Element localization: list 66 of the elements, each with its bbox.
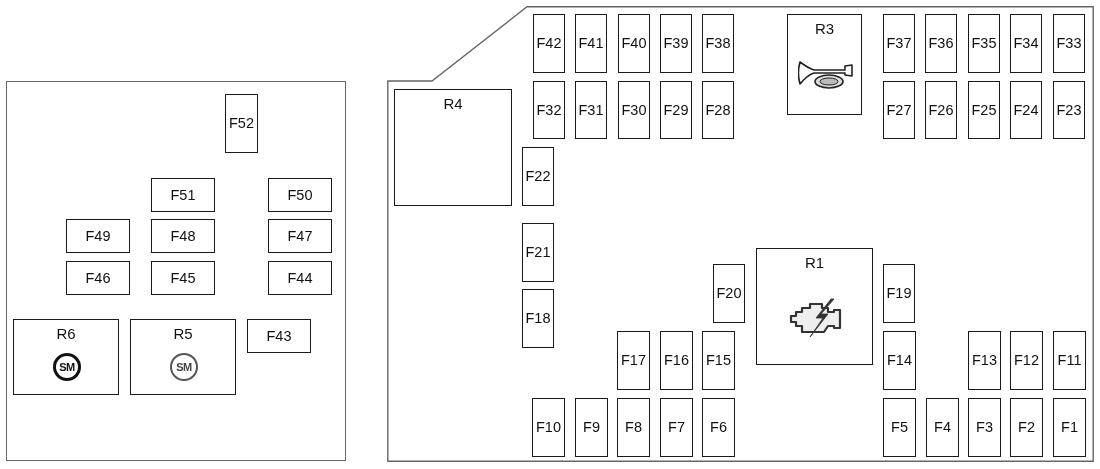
relay [787, 14, 862, 115]
fuse: F27 [883, 81, 915, 139]
fuse: F8 [617, 398, 650, 457]
fuse: F30 [618, 81, 650, 139]
fuse: F41 [575, 14, 607, 73]
fuse: F25 [968, 81, 1000, 139]
fuse: F23 [1053, 81, 1085, 139]
fuse: F33 [1053, 14, 1085, 73]
fuse: F20 [713, 264, 745, 323]
fuse: F43 [247, 319, 311, 353]
relay-label: R1 [804, 255, 825, 272]
fuse: F38 [702, 14, 734, 73]
fuse: F3 [968, 398, 1001, 457]
relay [756, 248, 873, 365]
relay-label: R6 [56, 326, 76, 343]
fuse: F28 [702, 81, 734, 139]
relay-label: R4 [443, 96, 463, 113]
fuse: F49 [66, 219, 130, 253]
fuse: F32 [533, 81, 565, 139]
fuse: F42 [533, 14, 565, 73]
fuse: F5 [883, 398, 916, 457]
fuse: F31 [575, 81, 607, 139]
fuse: F15 [702, 331, 735, 390]
fuse: F12 [1010, 331, 1043, 390]
fuse: F37 [883, 14, 915, 73]
fuse: F14 [883, 331, 916, 390]
circled-symbol: SM [53, 353, 81, 381]
fuse: F40 [618, 14, 650, 73]
fuse: F52 [225, 94, 258, 153]
fuse: F34 [1010, 14, 1042, 73]
fuse: F35 [968, 14, 1000, 73]
relay [130, 319, 236, 395]
fuse: F36 [925, 14, 957, 73]
relay-label: R5 [173, 326, 193, 343]
fuse: F48 [151, 219, 215, 253]
fuse: F39 [660, 14, 692, 73]
circled-symbol: SM [170, 353, 198, 381]
fuse: F4 [926, 398, 959, 457]
fuse: F22 [522, 147, 554, 206]
fuse: F47 [268, 219, 332, 253]
fuse: F44 [268, 261, 332, 295]
fuse: F17 [617, 331, 650, 390]
fuse: F11 [1053, 331, 1086, 390]
fuse: F6 [702, 398, 735, 457]
fuse-panel [387, 6, 1094, 462]
fuse: F10 [532, 398, 565, 457]
fuse: F1 [1053, 398, 1086, 457]
fuse: F29 [660, 81, 692, 139]
fuse: F19 [883, 264, 915, 323]
fuse: F26 [925, 81, 957, 139]
fuse: F9 [575, 398, 608, 457]
fuse: F13 [968, 331, 1001, 390]
fuse: F16 [660, 331, 693, 390]
relay [394, 89, 512, 206]
fuse: F51 [151, 178, 215, 212]
fuse: F7 [660, 398, 693, 457]
fuse: F21 [522, 223, 554, 282]
fuse: F2 [1010, 398, 1043, 457]
relay-label: R3 [814, 21, 835, 38]
fuse: F18 [522, 289, 554, 348]
fuse: F50 [268, 178, 332, 212]
fuse: F46 [66, 261, 130, 295]
relay [13, 319, 119, 395]
fuse: F45 [151, 261, 215, 295]
fuse-panel [6, 81, 346, 461]
fuse: F24 [1010, 81, 1042, 139]
